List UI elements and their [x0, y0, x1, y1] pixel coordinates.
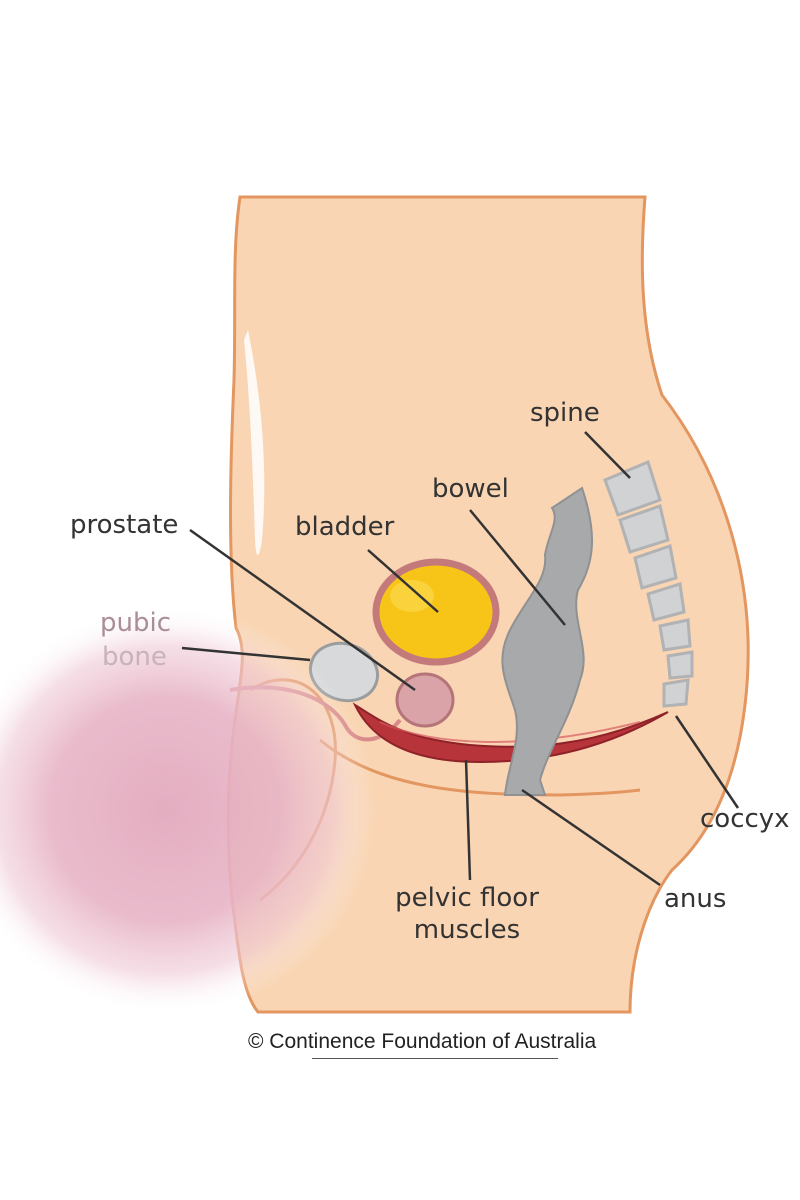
- label-bone: bone: [102, 642, 167, 672]
- bladder-organ: [372, 558, 500, 666]
- prostate-leader: [189, 528, 416, 692]
- label-pelvic-floor-line2: muscles: [413, 915, 521, 945]
- bowel-leader: [469, 509, 566, 626]
- label-prostate: prostate: [70, 510, 179, 540]
- leader-lines: [181, 431, 740, 887]
- label-pelvic-floor-line1: pelvic floor: [395, 883, 539, 913]
- spine-leader: [584, 431, 631, 479]
- spine-vertebrae: [603, 459, 694, 708]
- muscle-fibers: [379, 721, 641, 743]
- caption-underline: [312, 1058, 558, 1059]
- label-pubic: pubic: [100, 608, 172, 638]
- copyright-caption: © Continence Foundation of Australia: [248, 1030, 597, 1053]
- pelvic-floor-muscles: [352, 702, 669, 764]
- pelvic-floor-leader: [464, 759, 472, 881]
- bladder-highlight: [390, 580, 434, 612]
- skin-highlight: [244, 330, 265, 555]
- label-bowel: bowel: [432, 474, 509, 504]
- bowel-organ: [501, 486, 594, 796]
- coccyx-leader: [674, 715, 740, 809]
- bladder-leader: [367, 549, 439, 613]
- pubic-bone-leader: [181, 646, 311, 662]
- label-spine: spine: [530, 398, 600, 428]
- label-pelvic-floor: pelvic floor muscles: [372, 882, 562, 946]
- label-coccyx: coccyx: [700, 804, 790, 834]
- blurred-region: [0, 605, 375, 1015]
- anus-leader: [521, 788, 661, 887]
- label-anus: anus: [664, 884, 727, 914]
- label-bladder: bladder: [295, 512, 395, 542]
